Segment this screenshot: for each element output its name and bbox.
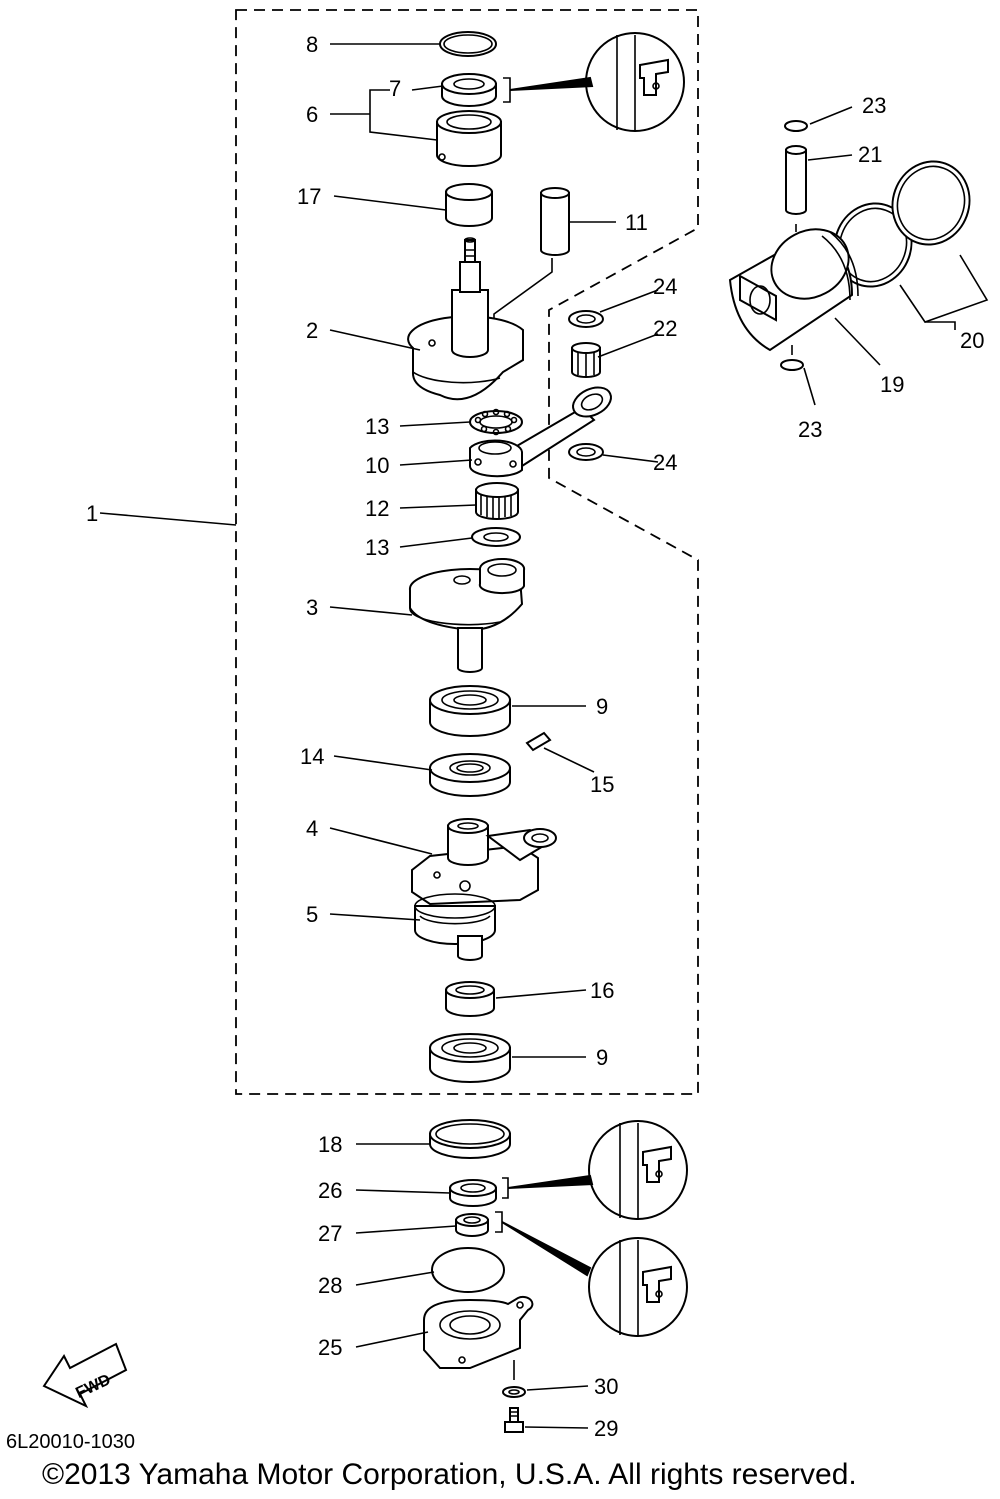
label-11: 11 xyxy=(625,210,648,235)
label-23-upper: 23 xyxy=(862,93,886,118)
part-9-ball-bearing-lower[interactable] xyxy=(429,1033,511,1083)
seal-orientation-detail-upper xyxy=(585,32,685,132)
part-11-alignment-line xyxy=(493,258,553,330)
part-13-thrust-washer-lower[interactable] xyxy=(471,527,521,547)
label-28: 28 xyxy=(318,1273,342,1298)
label-13-upper: 13 xyxy=(365,414,389,439)
part-24-washer-upper[interactable] xyxy=(568,310,604,328)
part-2-crank-upper[interactable] xyxy=(407,237,524,401)
part-3-crank-web[interactable] xyxy=(408,557,526,673)
label-23-lower: 23 xyxy=(798,417,822,442)
label-29: 29 xyxy=(594,1416,618,1441)
pointer-27 xyxy=(501,1221,592,1277)
label-3: 3 xyxy=(306,595,318,620)
bracket-26 xyxy=(502,1177,509,1199)
part-25-lower-housing[interactable] xyxy=(423,1295,534,1369)
label-7: 7 xyxy=(389,76,401,101)
part-10-connecting-rod[interactable] xyxy=(469,382,616,478)
label-1: 1 xyxy=(86,501,98,526)
label-30: 30 xyxy=(594,1374,618,1399)
part-5-crank-web-lower[interactable] xyxy=(414,893,496,961)
label-19: 19 xyxy=(880,372,904,397)
label-13-lower: 13 xyxy=(365,535,389,560)
label-16: 16 xyxy=(590,978,614,1003)
part-26-oil-seal[interactable] xyxy=(449,1179,497,1207)
diagram-code: 6L20010-1030 xyxy=(6,1431,135,1453)
part-17-bushing[interactable] xyxy=(445,183,493,227)
label-24-upper: 24 xyxy=(653,274,677,299)
label-6: 6 xyxy=(306,102,318,127)
part-9-ball-bearing-upper[interactable] xyxy=(429,685,511,737)
label-14: 14 xyxy=(300,744,324,769)
label-24-lower: 24 xyxy=(653,450,677,475)
part-11-pin[interactable] xyxy=(540,187,570,256)
crankshaft-assembly-boundary xyxy=(235,9,699,1095)
part-14-labyrinth-seal[interactable] xyxy=(429,753,511,797)
seal-orientation-detail-middle xyxy=(588,1120,688,1220)
pointer-26 xyxy=(507,1174,594,1189)
part-7-oil-seal[interactable] xyxy=(441,73,497,107)
label-5: 5 xyxy=(306,902,318,927)
bracket-7 xyxy=(503,77,511,103)
part-30-washer[interactable] xyxy=(502,1386,526,1398)
label-10: 10 xyxy=(365,453,389,478)
part-number-labels: 8 7 6 17 11 2 1 13 10 12 13 3 9 14 15 4 … xyxy=(86,32,984,1441)
label-8: 8 xyxy=(306,32,318,57)
part-23-circlip-lower[interactable] xyxy=(780,359,804,371)
part-24-washer-lower[interactable] xyxy=(568,443,604,461)
label-20: 20 xyxy=(960,328,984,353)
bracket-27 xyxy=(495,1211,503,1233)
label-4: 4 xyxy=(306,816,318,841)
part-4-crank-lower[interactable] xyxy=(411,818,557,906)
label-26: 26 xyxy=(318,1178,342,1203)
part-29-bolt[interactable] xyxy=(504,1407,524,1433)
part-27-oil-seal[interactable] xyxy=(455,1213,489,1237)
label-9-lower: 9 xyxy=(596,1045,608,1070)
seal-orientation-detail-lower xyxy=(588,1237,688,1337)
label-18: 18 xyxy=(318,1132,342,1157)
part-19-piston[interactable] xyxy=(728,216,861,352)
label-25: 25 xyxy=(318,1335,342,1360)
label-17: 17 xyxy=(297,184,321,209)
part-23-circlip-upper[interactable] xyxy=(784,120,808,132)
part-21-piston-pin[interactable] xyxy=(785,145,807,215)
forward-direction-arrow: FWD xyxy=(42,1342,128,1409)
label-12: 12 xyxy=(365,496,389,521)
part-13-thrust-washer-upper[interactable] xyxy=(469,408,523,436)
part-18-o-ring[interactable] xyxy=(429,1119,511,1159)
label-15: 15 xyxy=(590,772,614,797)
part-6-bearing-housing[interactable] xyxy=(436,110,502,167)
label-21: 21 xyxy=(858,142,882,167)
part-12-needle-bearing[interactable] xyxy=(475,482,519,520)
part-15-dowel-pin[interactable] xyxy=(525,731,552,752)
part-28-o-ring[interactable] xyxy=(431,1247,505,1293)
label-9-upper: 9 xyxy=(596,694,608,719)
label-22: 22 xyxy=(653,316,677,341)
pointer-7 xyxy=(509,76,594,91)
part-22-needle-bearing-small[interactable] xyxy=(571,342,601,378)
part-8-o-ring[interactable] xyxy=(439,31,497,57)
part-16-bushing[interactable] xyxy=(445,981,495,1017)
copyright-notice: ©2013 Yamaha Motor Corporation, U.S.A. A… xyxy=(42,1458,857,1491)
leader-lines xyxy=(99,43,989,1429)
label-27: 27 xyxy=(318,1221,342,1246)
label-2: 2 xyxy=(306,318,318,343)
